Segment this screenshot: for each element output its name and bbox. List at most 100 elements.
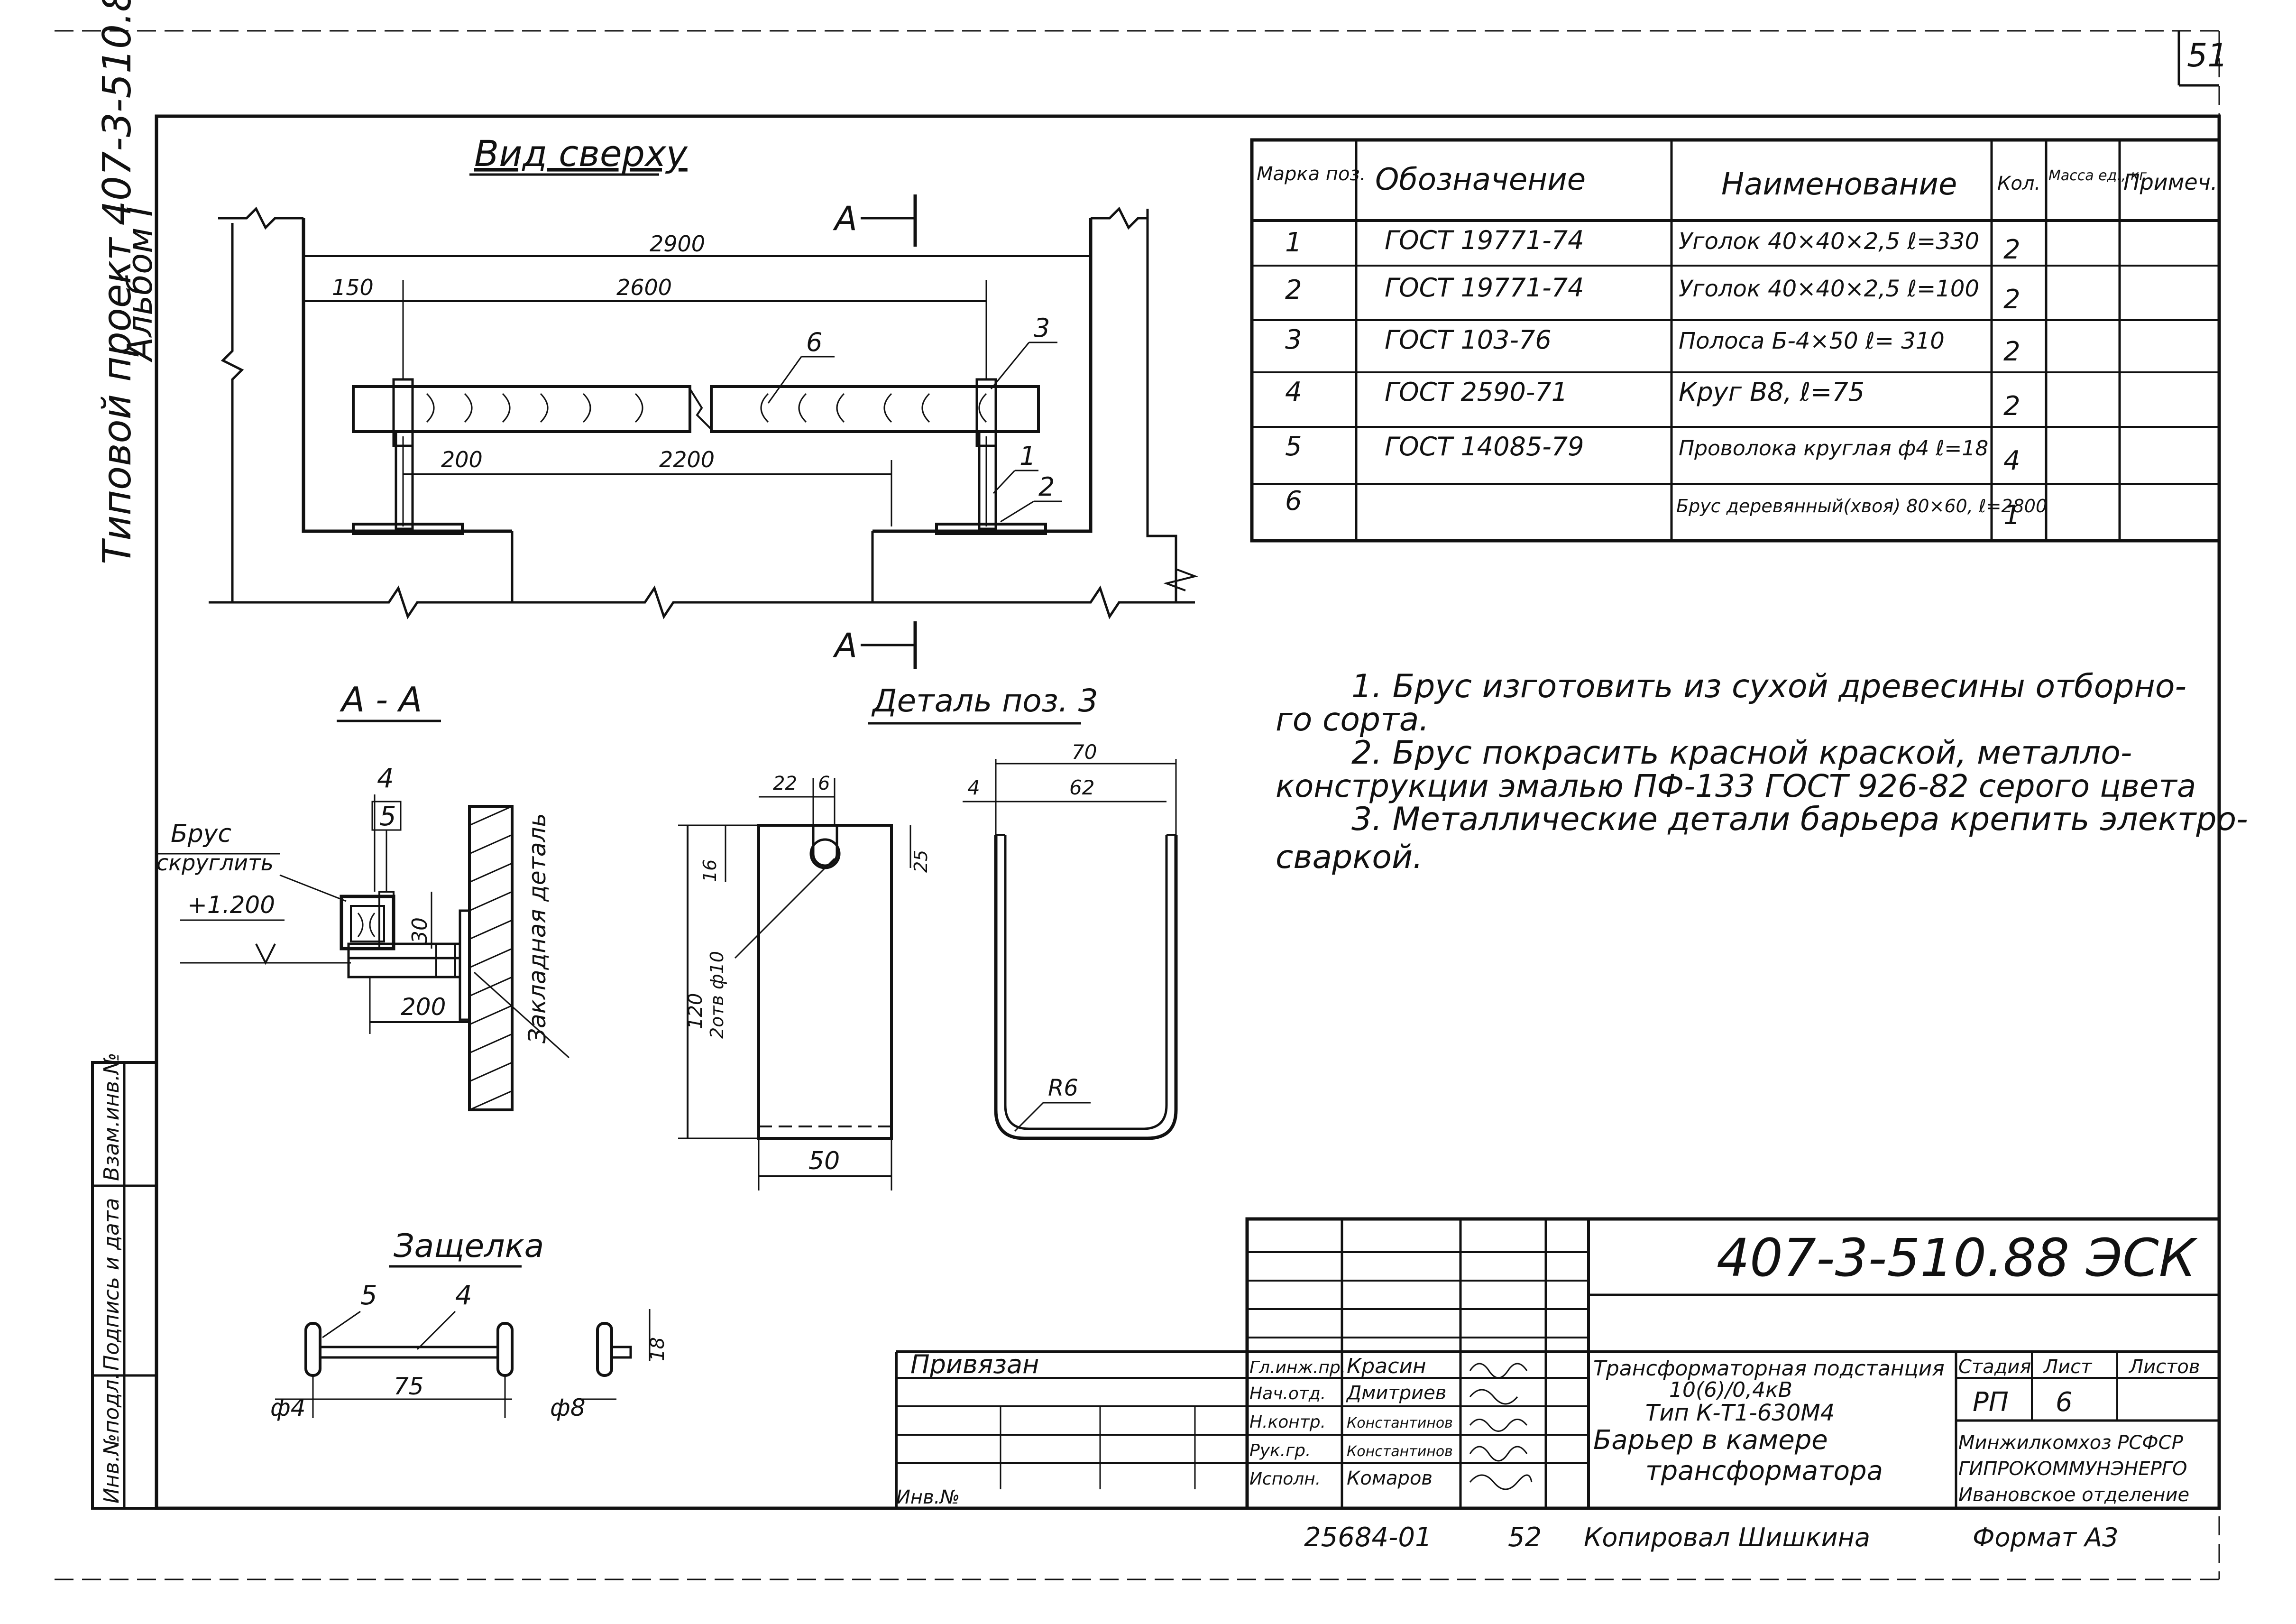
section-callout-5: 5 — [379, 801, 396, 832]
note-line: го сорта. — [1276, 701, 1429, 738]
cell-doc: ГОСТ 103-76 — [1385, 325, 1552, 355]
latch-callout-5: 5 — [360, 1280, 377, 1311]
note-line: 1. Брус изготовить из сухой древесины от… — [1351, 668, 2186, 705]
cell-pos: 2 — [1285, 275, 1302, 305]
dim-120: 120 — [685, 993, 707, 1029]
page-number: 51 — [2187, 37, 2228, 74]
latch-callout-4: 4 — [455, 1280, 472, 1311]
cell-name: Проволока круглая ф4 ℓ=18 — [1679, 436, 1988, 461]
table-row: 6 Брус деревянный(хвоя) 80×60, ℓ=2800 1 — [1285, 486, 2047, 531]
table-row: 2 ГОСТ 19771-74 Уголок 40×40×2,5 ℓ=100 2 — [1285, 273, 2020, 315]
name-5: Комаров — [1347, 1467, 1433, 1489]
stage-value: РП — [1973, 1387, 2009, 1418]
tied-label: Привязан — [910, 1349, 1039, 1379]
object-line1: Трансформаторная подстанция — [1593, 1356, 1945, 1381]
dim-200-aa: 200 — [401, 993, 446, 1021]
title-block: 407-3-510.88 ЭСК Привязан Инв.№ Гл.инж.п… — [895, 1217, 2221, 1510]
cell-doc: ГОСТ 19771-74 — [1385, 273, 1584, 303]
cell-name: Полоса Б-4×50 ℓ= 310 — [1679, 328, 1945, 354]
cell-name: Уголок 40×40×2,5 ℓ=330 — [1679, 228, 1979, 255]
top-view: Вид сверху 2900 150 2600 — [209, 132, 1198, 669]
cell-doc: ГОСТ 14085-79 — [1385, 432, 1584, 461]
dim-6: 6 — [818, 773, 830, 794]
cell-pos: 5 — [1285, 431, 1302, 462]
role-3: Н.контр. — [1249, 1412, 1326, 1432]
stamp-sign-date: Подпись и дата — [100, 1198, 124, 1371]
latch-dim-d8: ф8 — [550, 1394, 586, 1421]
latch: Защелка 5 4 ф4 75 18 ф8 — [270, 1227, 669, 1421]
signature — [1469, 1363, 1533, 1490]
detail-pos3: Деталь поз. 3 22 6 16 25 120 2отв ф10 50 — [678, 683, 1178, 1190]
embedded-part-label: Закладная деталь — [523, 813, 551, 1043]
cell-qty: 2 — [2003, 234, 2020, 265]
cell-name: Уголок 40×40×2,5 ℓ=100 — [1679, 276, 1979, 302]
footer-page: 52 — [1508, 1522, 1542, 1553]
dim-4: 4 — [967, 776, 980, 799]
role-1: Гл.инж.пр. — [1249, 1358, 1346, 1377]
dim-2900: 2900 — [650, 231, 705, 257]
table-row: 5 ГОСТ 14085-79 Проволока круглая ф4 ℓ=1… — [1285, 431, 2020, 476]
dim-2600: 2600 — [616, 275, 672, 300]
org-line1: Минжилкомхоз РСФСР — [1958, 1432, 2184, 1454]
cell-qty: 2 — [2003, 284, 2020, 315]
role-4: Рук.гр. — [1249, 1441, 1311, 1460]
role-5: Исполн. — [1249, 1469, 1321, 1489]
inv-label: Инв.№ — [896, 1486, 960, 1508]
sheet-label: Лист — [2043, 1356, 2093, 1378]
cell-qty: 2 — [2003, 336, 2020, 367]
dim-70: 70 — [1072, 740, 1097, 764]
note-line: конструкции эмалью ПФ-133 ГОСТ 926-82 се… — [1276, 768, 2196, 804]
section-mark-top: А — [833, 199, 857, 238]
dim-25: 25 — [910, 850, 931, 873]
drawing-name-2: трансформатора — [1645, 1456, 1883, 1486]
cell-pos: 3 — [1285, 324, 1302, 355]
callout-6: 6 — [806, 327, 822, 357]
th-pos: Марка поз. — [1257, 163, 1366, 185]
dim-62: 62 — [1069, 776, 1094, 799]
beam-label: Брус — [171, 820, 231, 848]
role-2: Нач.отд. — [1249, 1384, 1326, 1403]
section-aa-title: А - А — [340, 680, 422, 720]
cell-qty: 4 — [2003, 445, 2020, 476]
level-label: +1.200 — [187, 891, 275, 919]
cell-qty: 2 — [2003, 391, 2020, 422]
org-line2: ГИПРОКОММУНЭНЕРГО — [1958, 1458, 2187, 1480]
name-3: Константинов — [1347, 1415, 1453, 1431]
hole-note: 2отв ф10 — [707, 951, 727, 1039]
side-caption-line1: Типовой проект 407-3-510.88 — [95, 0, 140, 564]
th-mass: Масса ед., кг — [2048, 167, 2147, 184]
footer-format: Формат А3 — [1973, 1522, 2119, 1552]
dim-22: 22 — [773, 773, 797, 794]
object-line2: 10(6)/0,4кВ — [1669, 1378, 1792, 1402]
latch-dim-18: 18 — [647, 1337, 669, 1361]
callout-2: 2 — [1038, 472, 1055, 502]
cell-qty: 1 — [2003, 500, 2020, 531]
stage-label: Стадия — [1958, 1356, 2031, 1378]
note-line: 2. Брус покрасить красной краской, метал… — [1351, 734, 2132, 772]
dim-30: 30 — [408, 917, 432, 944]
side-caption: Типовой проект 407-3-510.88 Альбом I — [95, 0, 160, 564]
dim-150: 150 — [332, 275, 374, 300]
cell-doc: ГОСТ 19771-74 — [1385, 225, 1584, 255]
stamp-inv-orig: Инв.№подл. — [100, 1373, 124, 1504]
section-mark-bottom: А — [833, 626, 857, 665]
footer-copied: Копировал Шишкина — [1584, 1522, 1870, 1552]
footer-number: 25684-01 — [1304, 1522, 1432, 1553]
detail3-title: Деталь поз. 3 — [871, 683, 1098, 719]
cell-pos: 1 — [1285, 227, 1302, 258]
org-line3: Ивановское отделение — [1958, 1484, 2189, 1506]
dim-50: 50 — [808, 1147, 840, 1175]
top-view-title: Вид сверху — [474, 132, 688, 175]
spec-table: Марка поз. Обозначение Наименование Кол.… — [1250, 138, 2221, 543]
doc-code: 407-3-510.88 ЭСК — [1717, 1227, 2198, 1288]
th-name: Наименование — [1721, 167, 1957, 202]
name-4: Константинов — [1347, 1443, 1453, 1460]
note-line: сваркой. — [1276, 839, 1423, 876]
note-line: 3. Металлические детали барьера крепить … — [1351, 801, 2248, 838]
latch-dim-d4: ф4 — [270, 1394, 306, 1421]
left-stamp: Инв.№подл. Подпись и дата Взам.инв.№ — [91, 1052, 158, 1510]
dim-16: 16 — [699, 859, 720, 882]
stamp-replace-inv: Взам.инв.№ — [100, 1052, 124, 1181]
th-qty: Кол. — [1997, 173, 2040, 194]
side-caption-line2: Альбом I — [120, 206, 160, 362]
